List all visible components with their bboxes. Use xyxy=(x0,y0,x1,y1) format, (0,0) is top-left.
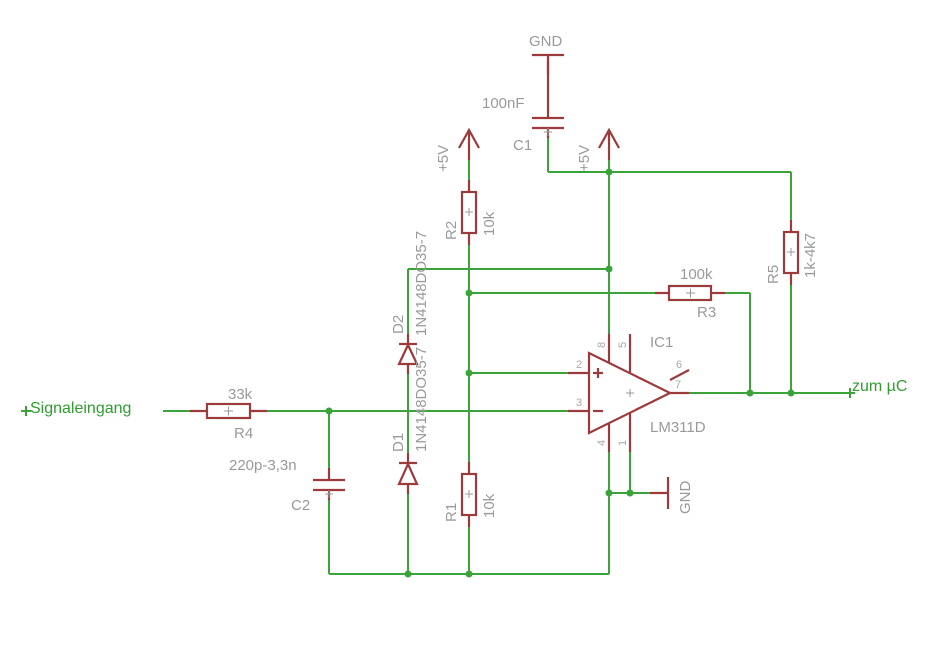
d2-value: 1N4148DO35-7 xyxy=(413,231,430,336)
gnd-right-label: GND xyxy=(677,481,694,515)
c1-name: C1 xyxy=(513,137,532,154)
c2-name: C2 xyxy=(291,497,310,514)
vcc-symbol-right xyxy=(598,127,620,160)
d1-value: 1N4148DO35-7 xyxy=(413,347,430,452)
input-net-label: Signaleingang xyxy=(30,400,131,417)
d1-name: D1 xyxy=(390,433,407,452)
junction-dot xyxy=(404,570,412,578)
capacitor-c2 xyxy=(313,468,345,500)
pin-2-label: 2 xyxy=(576,359,582,371)
junction-dot xyxy=(626,489,634,497)
r5-value: 1k-4k7 xyxy=(802,233,819,278)
ic1-value: LM311D xyxy=(650,419,706,436)
pin-8-label: 8 xyxy=(596,342,608,348)
junction-dot xyxy=(465,570,473,578)
net-markers xyxy=(21,388,855,416)
output-net-label: zum µC xyxy=(852,378,907,395)
ground-symbol-top xyxy=(532,53,564,75)
c2-value: 220p-3,3n xyxy=(229,457,297,474)
junction-dot xyxy=(746,389,754,397)
wires xyxy=(163,130,850,575)
c1-value: 100nF xyxy=(482,95,525,112)
r3-value: 100k xyxy=(680,266,713,283)
pin-4-label: 4 xyxy=(596,440,608,446)
junction-dot xyxy=(605,168,613,176)
r5-name: R5 xyxy=(765,265,782,284)
r1-value: 10k xyxy=(481,493,498,518)
junction-dot xyxy=(325,407,333,415)
junction-dot xyxy=(465,369,473,377)
pin-3-label: 3 xyxy=(576,397,582,409)
r2-name: R2 xyxy=(443,221,460,240)
junction-dot xyxy=(465,289,473,297)
resistor-r1 xyxy=(460,462,478,527)
pin-6-label: 6 xyxy=(676,359,682,371)
gnd-top-label: GND xyxy=(529,33,563,50)
junction-dot xyxy=(787,389,795,397)
ground-symbol-right xyxy=(650,477,670,509)
resistor-r3 xyxy=(655,284,725,302)
resistor-r4 xyxy=(190,402,267,420)
pin-1-label: 1 xyxy=(617,440,629,446)
ic1-name: IC1 xyxy=(650,334,673,351)
diode-d1 xyxy=(397,453,419,494)
pin-5-label: 5 xyxy=(617,342,629,348)
pin-7-label: 7 xyxy=(675,379,681,391)
d2-name: D2 xyxy=(390,315,407,334)
resistor-r2 xyxy=(460,180,478,245)
resistor-r5 xyxy=(782,220,800,285)
r1-name: R1 xyxy=(443,503,460,522)
junction-dot xyxy=(605,489,613,497)
junctions xyxy=(325,168,795,578)
comparator-ic1 xyxy=(568,334,690,452)
vcc-left-label: +5V xyxy=(435,145,452,172)
r4-value: 33k xyxy=(228,386,253,403)
diode-d2 xyxy=(397,334,419,374)
junction-dot xyxy=(605,265,613,273)
vcc-symbol-left xyxy=(458,127,480,160)
r2-value: 10k xyxy=(481,211,498,236)
r4-name: R4 xyxy=(234,425,253,442)
r3-name: R3 xyxy=(697,304,716,321)
vcc-right-label: +5V xyxy=(576,145,593,172)
